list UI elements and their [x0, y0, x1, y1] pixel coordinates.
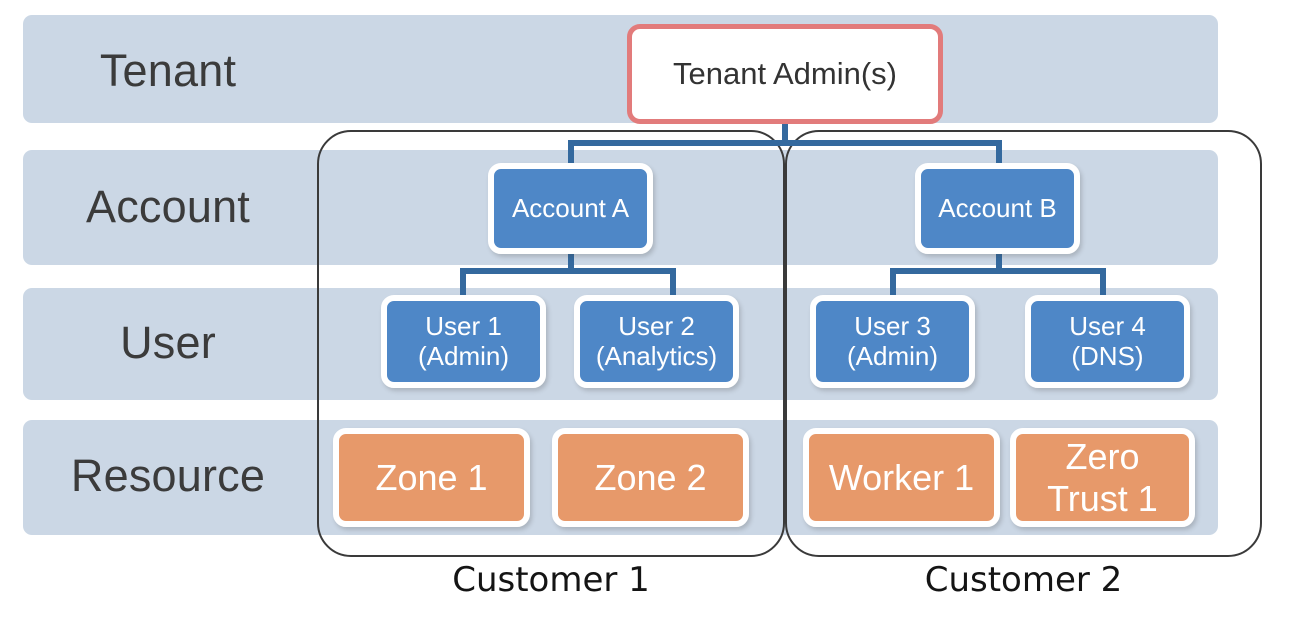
node-account-b-label: Account B: [938, 192, 1057, 223]
node-resource-zone-2[interactable]: Zone 2: [552, 428, 749, 527]
customer-group-2: [785, 130, 1262, 557]
node-user-2-role: (Analytics): [595, 340, 718, 371]
connector-user4-drop: [1100, 268, 1106, 300]
connector-account-a-drop: [568, 140, 574, 170]
tier-label-account: Account: [86, 181, 250, 232]
node-tenant-admin[interactable]: Tenant Admin(s): [627, 24, 943, 124]
node-user-3[interactable]: User 3 (Admin): [810, 295, 975, 388]
tier-label-tenant: Tenant: [99, 45, 237, 96]
node-account-a[interactable]: Account A: [488, 163, 653, 254]
connector-account-b-drop: [996, 140, 1002, 170]
node-user-1-role: (Admin): [417, 340, 509, 371]
connector-users-b-bus: [890, 268, 1106, 274]
node-user-4-role: (DNS): [1071, 340, 1144, 371]
connector-user3-drop: [890, 268, 896, 300]
node-resource-zero-trust-1[interactable]: Zero Trust 1: [1010, 428, 1195, 527]
node-user-1-name: User 1: [425, 310, 502, 341]
node-account-b[interactable]: Account B: [915, 163, 1080, 254]
node-account-a-label: Account A: [511, 192, 630, 223]
tier-label-user: User: [120, 317, 216, 368]
connector-account-b-stem: [996, 248, 1002, 274]
node-user-3-role: (Admin): [846, 340, 938, 371]
node-resource-zero-trust-1-line2: Trust 1: [1047, 477, 1158, 519]
node-resource-worker-1[interactable]: Worker 1: [803, 428, 1000, 527]
node-resource-worker-1-line1: Worker 1: [828, 456, 975, 498]
connector-users-a-bus: [460, 268, 676, 274]
customer-group-1: [317, 130, 785, 557]
node-resource-zone-1[interactable]: Zone 1: [333, 428, 530, 527]
connector-account-a-stem: [568, 248, 574, 274]
tier-label-resource: Resource: [70, 450, 266, 501]
connector-user1-drop: [460, 268, 466, 300]
node-user-3-name: User 3: [854, 310, 931, 341]
node-user-2-name: User 2: [618, 310, 695, 341]
node-user-2[interactable]: User 2 (Analytics): [574, 295, 739, 388]
node-tenant-admin-label: Tenant Admin(s): [673, 56, 897, 91]
node-user-4[interactable]: User 4 (DNS): [1025, 295, 1190, 388]
connector-user2-drop: [670, 268, 676, 300]
customer-label-1: Customer 1: [452, 560, 650, 600]
connector-tenant-bus: [568, 140, 1002, 146]
tier-band-tenant: [23, 15, 1218, 123]
node-resource-zero-trust-1-line1: Zero: [1065, 436, 1140, 478]
node-resource-zone-1-line1: Zone 1: [375, 456, 488, 498]
node-resource-zone-2-line1: Zone 2: [594, 456, 707, 498]
node-user-4-name: User 4: [1069, 310, 1146, 341]
connector-tenant-stem: [782, 118, 788, 146]
node-user-1[interactable]: User 1 (Admin): [381, 295, 546, 388]
customer-label-2: Customer 2: [924, 560, 1123, 600]
